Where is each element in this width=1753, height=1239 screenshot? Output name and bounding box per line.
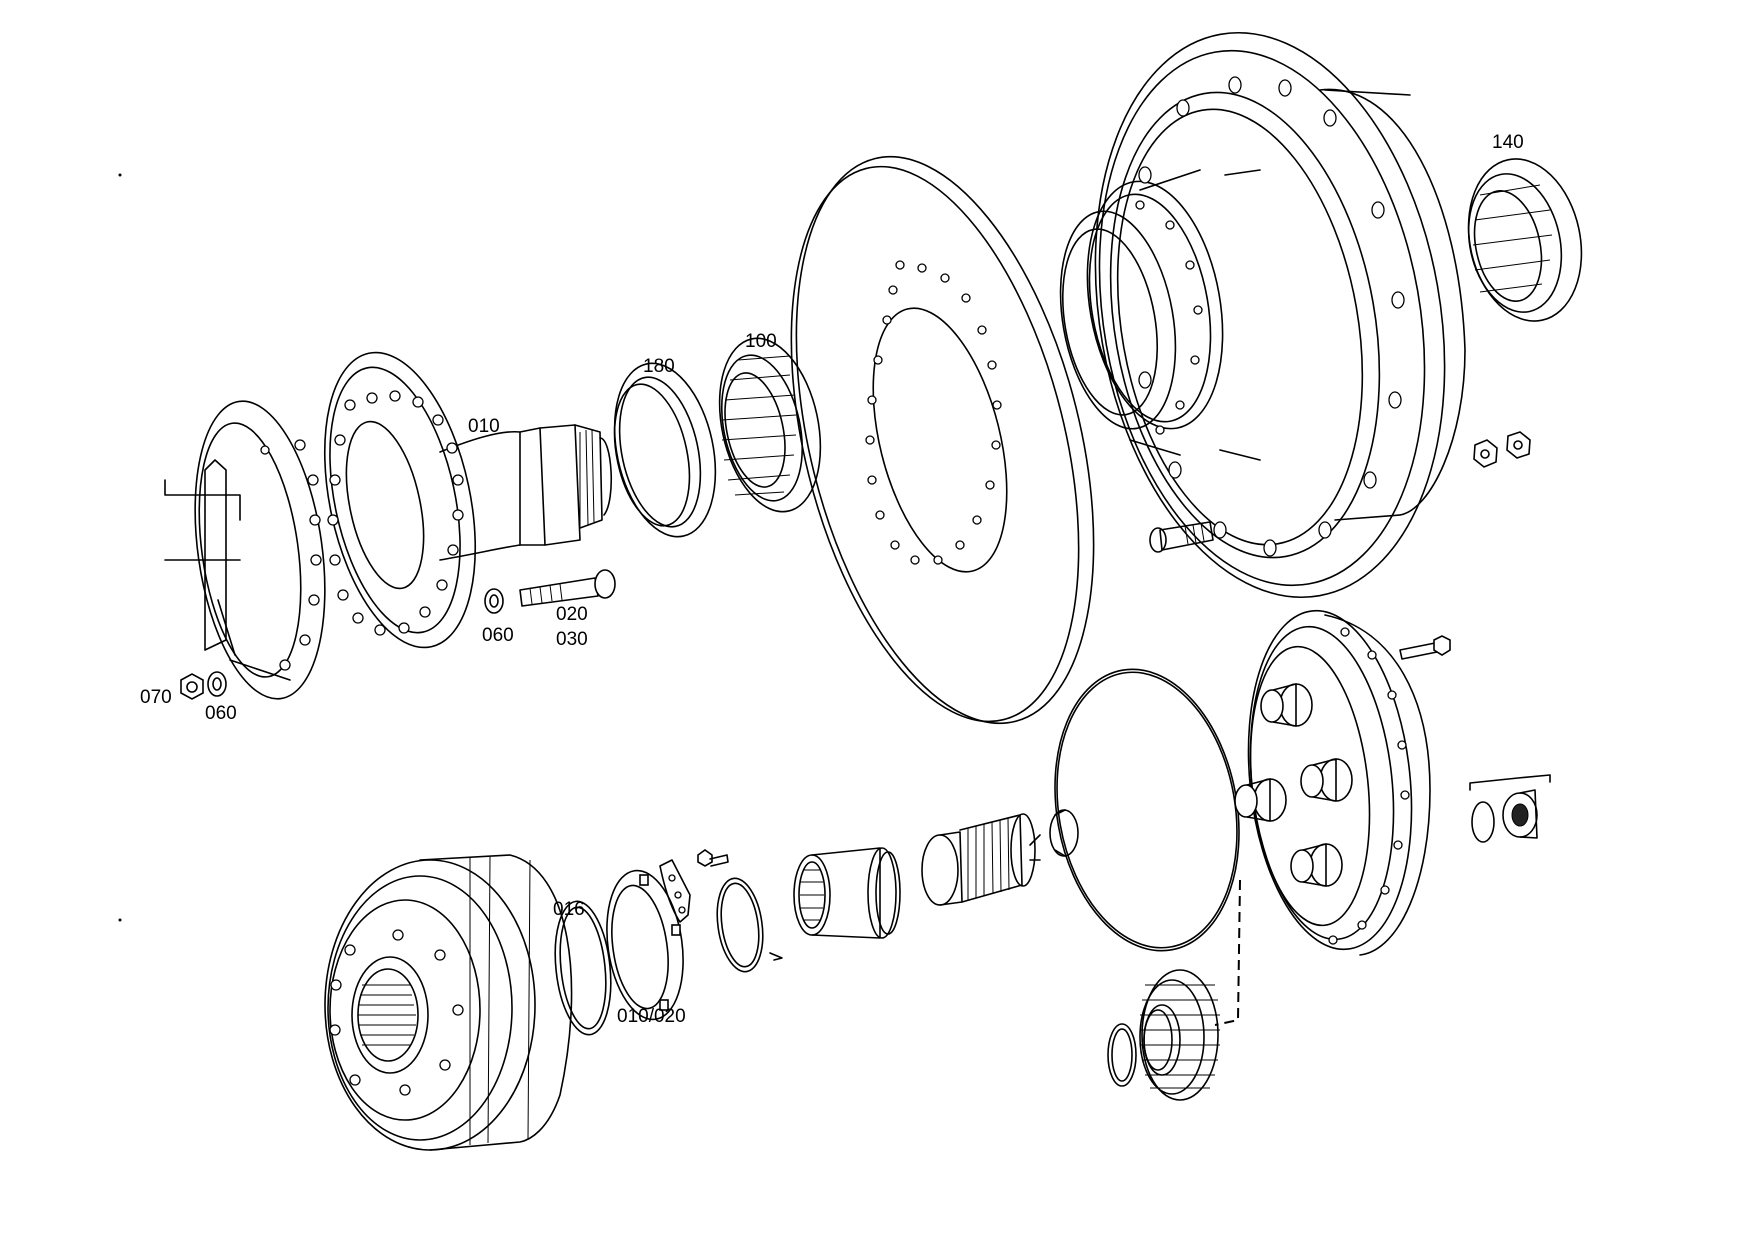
brake-disc (790, 155, 1095, 725)
snap-ring-016 (554, 900, 612, 1036)
gear-clip (1107, 1023, 1137, 1087)
assembly-leader (1214, 879, 1241, 1026)
drum-bolt-holes (329, 929, 464, 1096)
taper-bearing-100 (718, 337, 822, 513)
label-140: 140 (1492, 132, 1524, 153)
hub-bolt-holes (1138, 76, 1405, 557)
lock-screw (697, 849, 729, 867)
plug-seal (1469, 774, 1551, 843)
label-030: 030 (556, 629, 588, 650)
wheel-stud (1149, 521, 1214, 553)
washer-060-upper (484, 588, 504, 614)
sun-gear-shaft (921, 813, 1041, 906)
housing-bolt-holes (260, 439, 322, 671)
label-010: 010 (468, 416, 500, 437)
label-020: 020 (556, 604, 588, 625)
flange-bolt-holes (327, 390, 464, 636)
cover-bolt-holes (1328, 627, 1410, 945)
nut-070 (180, 673, 204, 700)
label-100: 100 (745, 331, 777, 352)
dot-mark-bottom (118, 918, 122, 922)
planet-gear (1139, 969, 1220, 1101)
wheel-nut-pair (1473, 431, 1531, 468)
needle-sleeve (793, 847, 901, 939)
cover-screw (1399, 635, 1451, 660)
planet-carrier-drum (324, 854, 573, 1151)
spindle-flange-010 (323, 351, 613, 649)
bearing-cup-180 (613, 362, 717, 538)
label-010-020: 010/020 (617, 1006, 686, 1027)
hub-inner-holes (1135, 200, 1203, 435)
label-060-upper: 060 (482, 625, 514, 646)
bolt-020-030 (519, 569, 616, 607)
dot-mark-top (118, 173, 122, 177)
label-060-lower: 060 (205, 703, 237, 724)
planet-pins (1234, 683, 1353, 887)
label-070: 070 (140, 687, 172, 708)
retaining-ring (716, 877, 783, 973)
label-180: 180 (643, 356, 675, 377)
axle-housing (164, 400, 326, 700)
wheel-hub (1059, 31, 1466, 599)
label-016: 016 (553, 899, 585, 920)
lock-plate (659, 859, 691, 923)
disc-bolt-holes (865, 260, 1002, 565)
slotted-nut-010-020 (606, 869, 684, 1021)
bearing-140 (1467, 158, 1583, 322)
planet-carrier-cover (1234, 609, 1431, 956)
washer-060-lower (207, 671, 227, 697)
